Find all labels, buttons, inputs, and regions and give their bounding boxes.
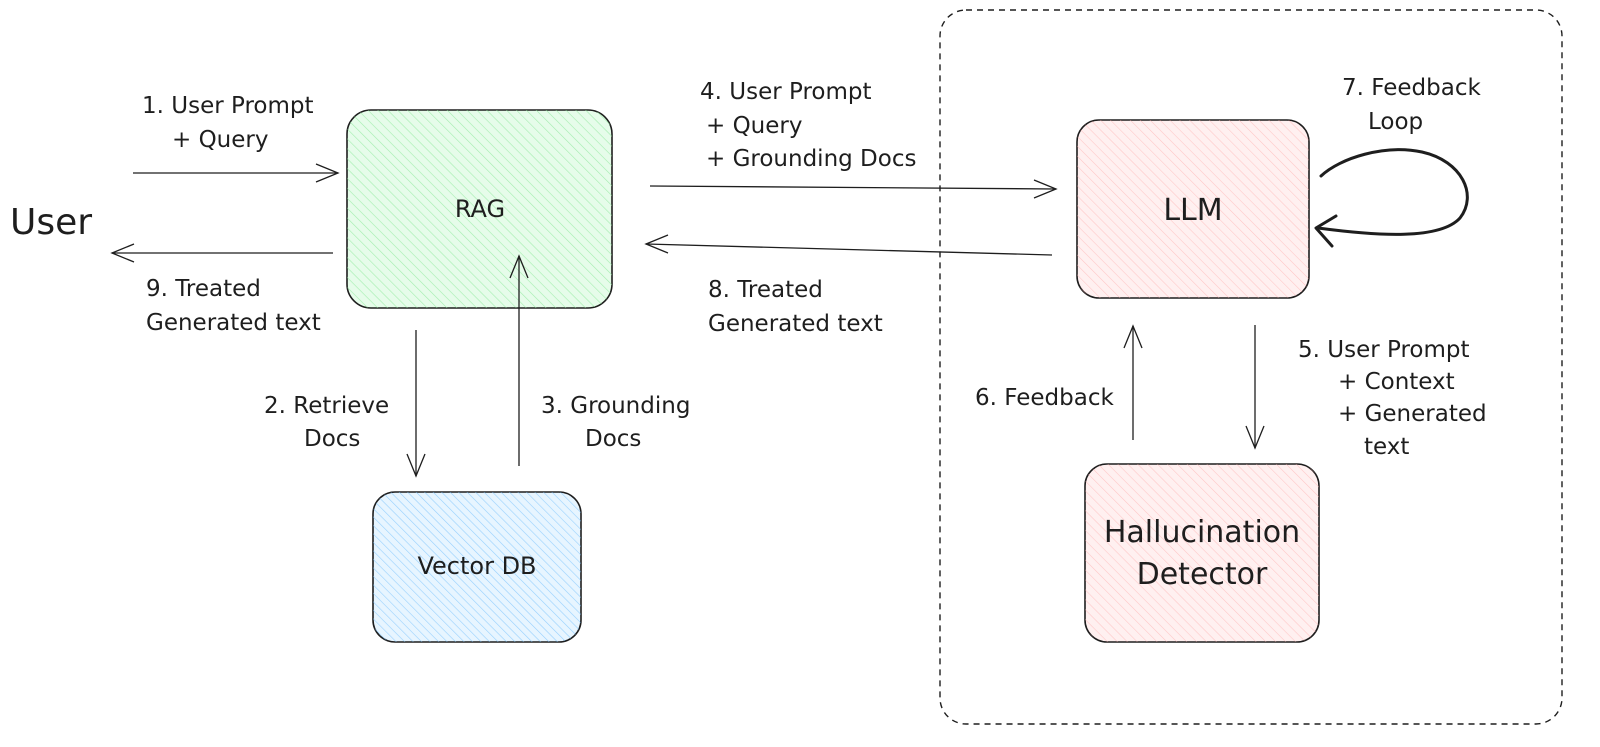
edge-5-label-line2: + Context (1338, 369, 1455, 395)
edge-4-label-line2: + Query (706, 113, 802, 139)
user-actor-label: User (10, 202, 92, 243)
edge-llm-feedback-loop (1314, 148, 1469, 248)
edge-llm-to-rag (644, 234, 1053, 256)
edge-4-label-line3: + Grounding Docs (706, 146, 916, 172)
edge-rag-to-vector-db (406, 330, 426, 478)
edge-user-to-rag (133, 163, 340, 183)
edge-1-label-line2: + Query (172, 127, 268, 153)
vector-db-node[interactable]: Vector DB (372, 491, 582, 643)
rag-node[interactable]: RAG (346, 109, 613, 309)
edge-detector-to-llm (1123, 324, 1143, 440)
detector-label-line2: Detector (1137, 557, 1268, 592)
edge-2-label-line1: 2. Retrieve (264, 393, 389, 419)
edge-1-label-line1: 1. User Prompt (142, 93, 314, 119)
llm-label: LLM (1163, 193, 1222, 228)
edge-8-label-line2: Generated text (708, 311, 883, 337)
vector-db-label: Vector DB (417, 552, 536, 580)
llm-group-boundary (939, 9, 1563, 725)
edge-6-label-line1: 6. Feedback (975, 385, 1114, 411)
edge-9-label-line1: 9. Treated (146, 276, 261, 302)
edge-5-label-line4: text (1364, 434, 1409, 460)
edge-8-label-line1: 8. Treated (708, 277, 823, 303)
hallucination-detector-node[interactable]: Hallucination Detector (1084, 463, 1320, 643)
edge-4-label-line1: 4. User Prompt (700, 79, 872, 105)
edge-2-label-line2: Docs (304, 426, 360, 452)
edge-llm-to-detector (1245, 325, 1265, 450)
edge-rag-to-user (110, 243, 333, 263)
edge-3-label-line1: 3. Grounding (541, 393, 690, 419)
edge-9-label-line2: Generated text (146, 310, 321, 336)
llm-node[interactable]: LLM (1076, 119, 1310, 299)
edge-5-label-line3: + Generated (1338, 401, 1487, 427)
edge-vector-db-to-rag (509, 254, 529, 466)
edge-7-label-line1: 7. Feedback (1342, 75, 1481, 101)
edge-7-label-line2: Loop (1368, 109, 1423, 135)
edge-3-label-line2: Docs (585, 426, 641, 452)
detector-label-line1: Hallucination (1104, 515, 1300, 550)
edge-rag-to-llm (649, 179, 1058, 199)
edge-5-label-line1: 5. User Prompt (1298, 337, 1470, 363)
rag-label: RAG (455, 195, 505, 223)
